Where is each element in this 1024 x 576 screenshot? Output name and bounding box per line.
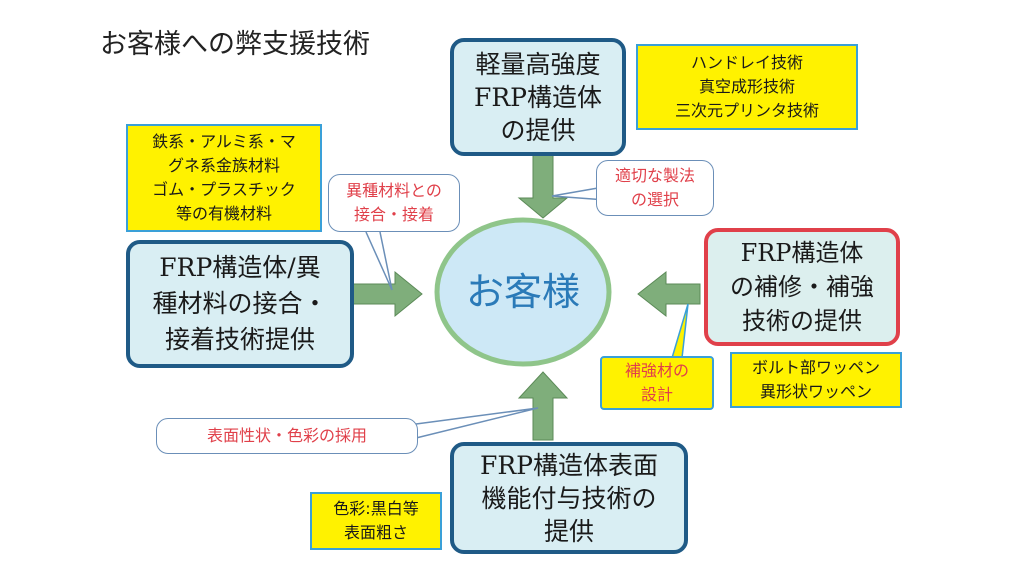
box-line: FRP構造体: [740, 239, 864, 267]
surface-function-box: FRP構造体表面 機能付与技術の 提供: [450, 442, 688, 554]
bonding-technology-box: FRP構造体/異 種材料の接合・ 接着技術提供: [126, 240, 354, 368]
note-line: 三次元プリンタ技術: [674, 101, 819, 120]
manufacturing-methods-note: ハンドレイ技術 真空成形技術 三次元プリンタ技術: [636, 44, 858, 130]
callout-line: 補強材の: [624, 361, 689, 380]
box-line: FRP構造体: [474, 82, 602, 112]
arrow-left-to-center: [351, 270, 423, 318]
callout-bottom-tail: [415, 407, 539, 439]
note-line: 異形状ワッペン: [759, 382, 872, 401]
note-line: 鉄系・アルミ系・マ: [152, 132, 296, 151]
callout-right-tail: [671, 303, 689, 359]
callout-line: 接合・接着: [353, 205, 434, 224]
customer-ellipse: [434, 217, 612, 367]
box-line: FRP構造体表面: [480, 450, 658, 480]
dissimilar-materials-note: 鉄系・アルミ系・マ グネ系金族材料 ゴム・プラスチック 等の有機材料: [126, 124, 322, 232]
arrow-right-to-center: [637, 270, 701, 318]
arrow-bottom-to-center: [517, 371, 569, 441]
bonding-callout: 異種材料との 接合・接着: [328, 174, 460, 232]
repair-reinforcement-box: FRP構造体 の補修・補強 技術の提供: [704, 228, 900, 346]
arrow-top-to-center: [517, 154, 569, 219]
callout-left-tail: [365, 231, 393, 291]
box-line: 提供: [543, 516, 594, 546]
callout-line: 表面性状・色彩の採用: [206, 426, 367, 445]
note-line: ゴム・プラスチック: [152, 180, 296, 199]
note-line: 色彩:黒白等: [333, 499, 419, 518]
customer-label: お客様: [465, 269, 580, 314]
callout-line: 適切な製法: [614, 166, 695, 185]
note-line: 真空成形技術: [698, 77, 795, 96]
lightweight-frp-box: 軽量高強度 FRP構造体 の提供: [450, 38, 626, 156]
patch-types-note: ボルト部ワッペン 異形状ワッペン: [730, 352, 902, 408]
method-selection-callout: 適切な製法 の選択: [596, 160, 714, 216]
box-line: FRP構造体/異: [159, 253, 321, 282]
note-line: グネ系金族材料: [167, 156, 280, 175]
box-line: 軽量高強度: [475, 49, 601, 79]
callout-top-tail: [551, 187, 607, 201]
note-line: ハンドレイ技術: [690, 53, 803, 72]
box-line: 接着技術提供: [164, 325, 315, 354]
callout-line: 設計: [640, 385, 673, 404]
box-line: の補修・補強: [730, 273, 874, 301]
note-line: 等の有機材料: [175, 204, 272, 223]
box-line: の提供: [500, 115, 576, 145]
surface-color-callout: 表面性状・色彩の採用: [156, 418, 418, 454]
reinforcement-design-callout: 補強材の 設計: [600, 356, 714, 410]
color-roughness-note: 色彩:黒白等 表面粗さ: [310, 492, 442, 550]
box-line: 技術の提供: [742, 307, 862, 335]
box-line: 機能付与技術の: [481, 483, 657, 513]
callout-line: の選択: [630, 190, 679, 209]
callout-line: 異種材料との: [346, 181, 442, 200]
page-title: お客様への弊支援技術: [100, 29, 370, 60]
box-line: 種材料の接合・: [152, 289, 328, 318]
note-line: 表面粗さ: [343, 523, 408, 542]
note-line: ボルト部ワッペン: [751, 358, 880, 377]
